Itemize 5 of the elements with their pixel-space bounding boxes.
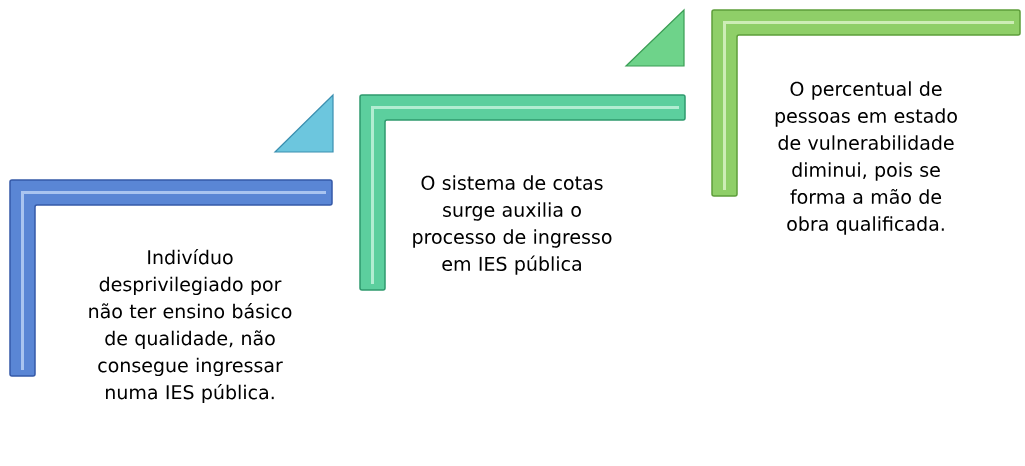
node-label: numa IES pública. — [106, 383, 274, 404]
step-box: O percentual de pessoas em estado de vulnerabilidade diminui, pois se forma a mão de obra qualificada. — [711, 9, 1021, 235]
step-box: O sistema de cotas surge auxilia o processo de ingresso em IES pública — [359, 94, 686, 291]
node-label: obra qualificada. — [787, 216, 944, 235]
step-box: Indivíduo desprivilegiado por não ter ensino básico de qualidade, não consegue ingressar numa IES pública. — [9, 179, 333, 404]
